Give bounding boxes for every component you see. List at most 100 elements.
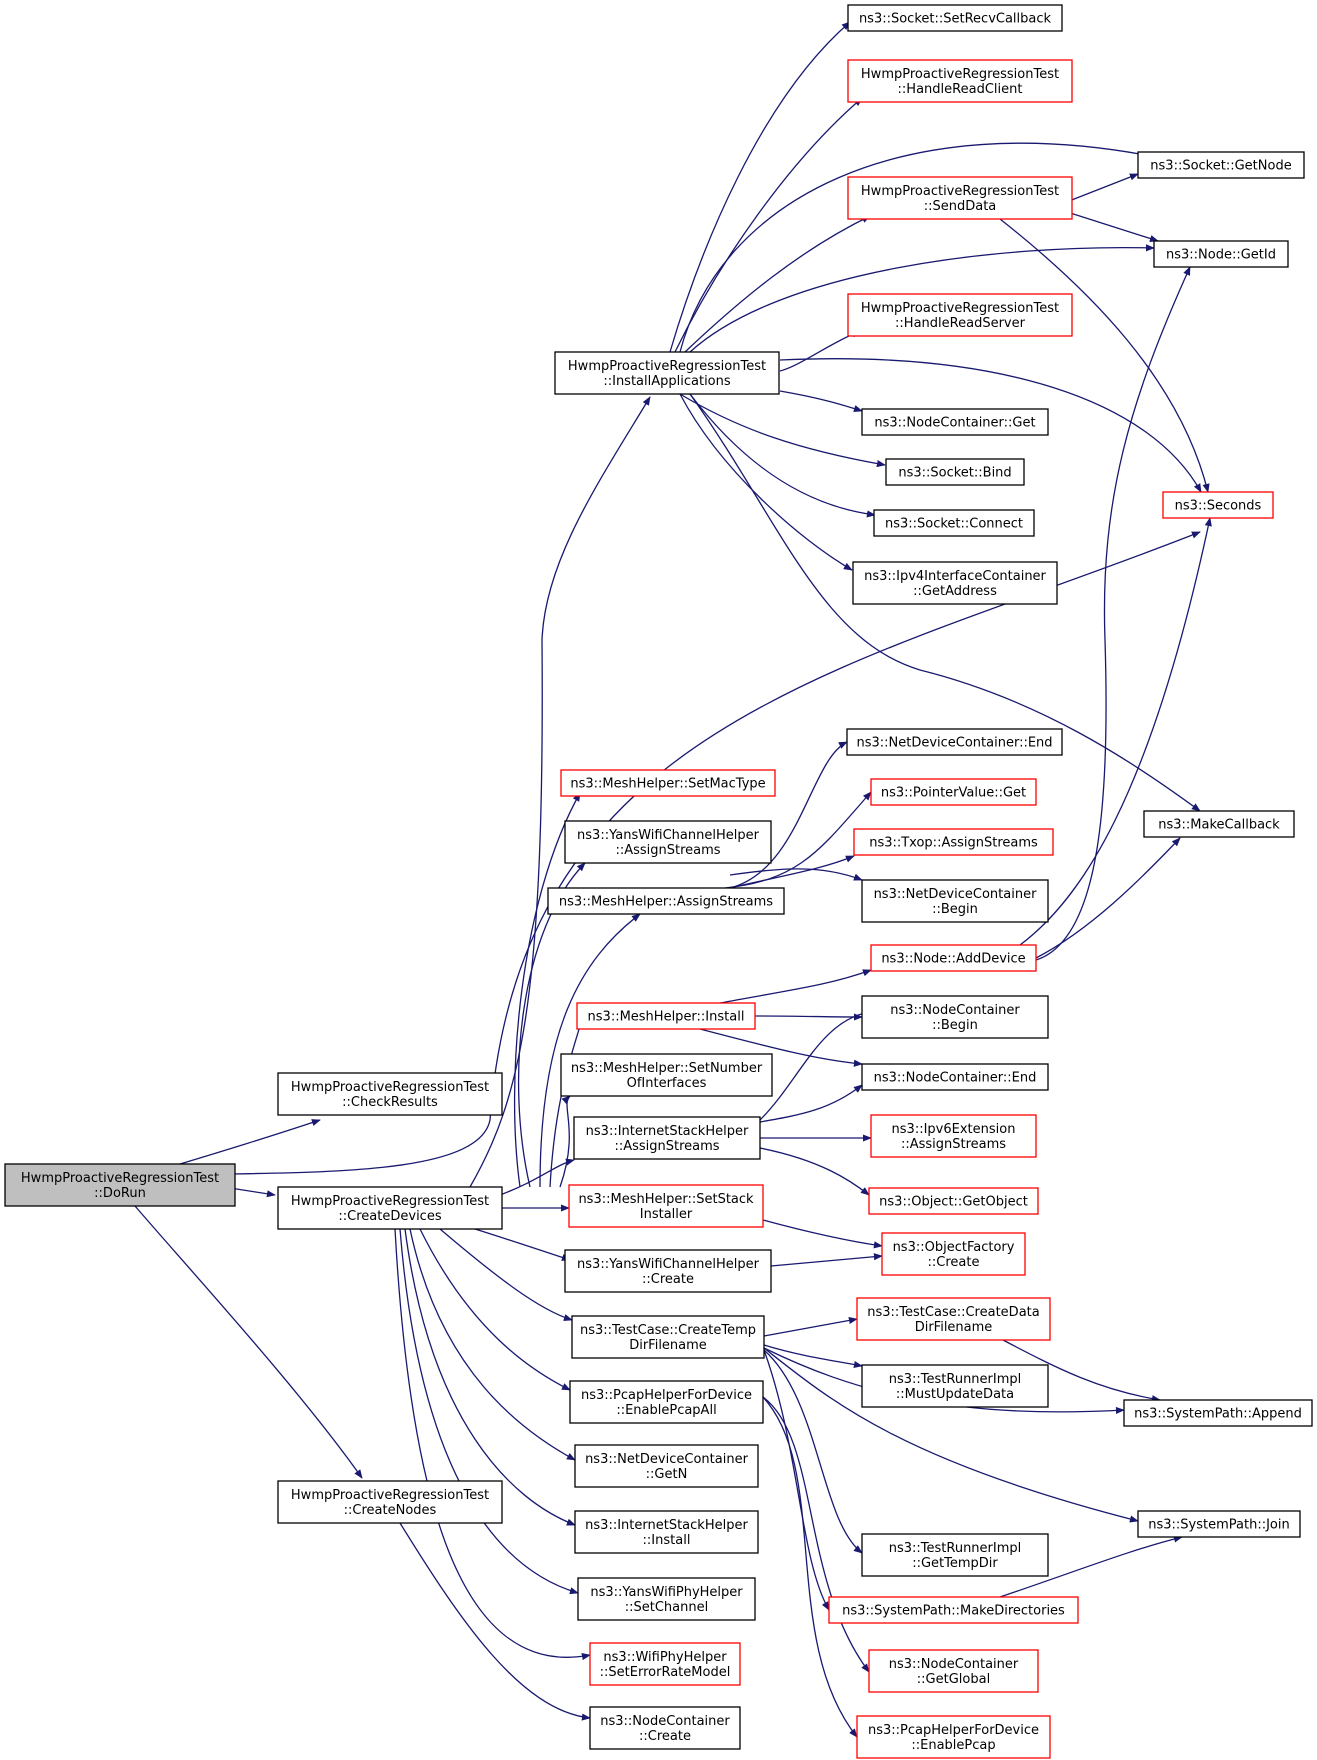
node-label: ::Begin	[932, 902, 978, 917]
node-ishinstall[interactable]: ns3::InternetStackHelper::Install	[574, 1510, 759, 1554]
node-ndcgetn[interactable]: ns3::NetDeviceContainer::GetN	[574, 1444, 759, 1488]
node-box	[1123, 1399, 1313, 1427]
node-box	[277, 1072, 503, 1116]
node-box	[861, 408, 1049, 436]
node-box	[870, 1114, 1037, 1158]
call-edge	[399, 1522, 591, 1721]
node-box	[861, 995, 1049, 1039]
call-edge	[762, 1396, 870, 1673]
node-label: ::Create	[642, 1272, 694, 1287]
node-box	[571, 1315, 765, 1359]
node-box	[589, 1642, 741, 1686]
node-createnodes[interactable]: HwmpProactiveRegressionTest::CreateNodes	[277, 1480, 503, 1524]
node-label: HwmpProactiveRegressionTest	[291, 1080, 489, 1095]
node-label: HwmpProactiveRegressionTest	[861, 184, 1059, 199]
node-nccreate[interactable]: ns3::NodeContainer::Create	[589, 1706, 741, 1750]
call-edge	[999, 1535, 1183, 1598]
node-ndcend[interactable]: ns3::NetDeviceContainer::End	[846, 728, 1063, 756]
node-mustupdate[interactable]: ns3::TestRunnerImpl::MustUpdateData	[861, 1364, 1049, 1408]
node-ndcbegin[interactable]: ns3::NetDeviceContainer::Begin	[861, 879, 1049, 923]
node-box	[861, 1364, 1049, 1408]
node-label: ns3::MakeCallback	[1158, 818, 1280, 833]
node-label: ns3::YansWifiChannelHelper	[577, 1257, 760, 1272]
node-ofcreate[interactable]: ns3::ObjectFactory::Create	[881, 1232, 1026, 1276]
node-ncbegin[interactable]: ns3::NodeContainer::Begin	[861, 995, 1049, 1039]
node-label: ns3::NodeContainer	[889, 1657, 1019, 1672]
node-ishassign[interactable]: ns3::InternetStackHelper::AssignStreams	[573, 1116, 761, 1160]
node-connect[interactable]: ns3::Socket::Connect	[873, 509, 1035, 537]
node-makedirs[interactable]: ns3::SystemPath::MakeDirectories	[828, 1596, 1079, 1624]
node-label: ns3::Ipv6Extension	[892, 1122, 1016, 1137]
node-label: ns3::TestRunnerImpl	[889, 1541, 1022, 1556]
node-bind[interactable]: ns3::Socket::Bind	[885, 458, 1025, 486]
node-box	[576, 1002, 756, 1030]
node-label: ::Install	[643, 1533, 691, 1548]
node-installapps[interactable]: HwmpProactiveRegressionTest::InstallAppl…	[554, 351, 780, 395]
node-box	[547, 887, 785, 915]
node-join[interactable]: ns3::SystemPath::Join	[1137, 1510, 1301, 1538]
node-box	[1162, 491, 1274, 519]
node-label: ::EnablePcap	[911, 1738, 995, 1753]
node-seconds[interactable]: ns3::Seconds	[1162, 491, 1274, 519]
call-edge	[689, 393, 876, 518]
node-label: ::CreateNodes	[344, 1503, 437, 1518]
node-enablepcap[interactable]: ns3::PcapHelperForDevice::EnablePcap	[856, 1715, 1051, 1759]
node-seterror[interactable]: ns3::WifiPhyHelper::SetErrorRateModel	[589, 1642, 741, 1686]
node-getid[interactable]: ns3::Node::GetId	[1153, 240, 1289, 268]
node-box	[870, 778, 1037, 806]
call-edge	[763, 1316, 858, 1337]
node-dorun[interactable]: HwmpProactiveRegressionTest::DoRun	[4, 1163, 236, 1207]
call-edge	[759, 1084, 863, 1123]
node-box	[861, 1063, 1049, 1091]
call-edge	[684, 215, 871, 353]
node-append[interactable]: ns3::SystemPath::Append	[1123, 1399, 1313, 1427]
node-box	[589, 1706, 741, 1750]
node-box	[1153, 240, 1289, 268]
node-checkresults[interactable]: HwmpProactiveRegressionTest::CheckResult…	[277, 1072, 503, 1116]
node-pvget[interactable]: ns3::PointerValue::Get	[870, 778, 1037, 806]
node-mhinstall[interactable]: ns3::MeshHelper::Install	[576, 1002, 756, 1030]
node-box	[847, 293, 1073, 337]
node-ncget[interactable]: ns3::NodeContainer::Get	[861, 408, 1049, 436]
node-txopassign[interactable]: ns3::Txop::AssignStreams	[853, 828, 1054, 856]
node-label: ns3::NetDeviceContainer::End	[856, 736, 1052, 751]
node-label: ns3::Socket::GetNode	[1150, 159, 1291, 174]
node-getnode[interactable]: ns3::Socket::GetNode	[1137, 151, 1305, 179]
call-edge	[1035, 266, 1191, 961]
node-ywchassign[interactable]: ns3::YansWifiChannelHelper::AssignStream…	[564, 820, 772, 864]
node-createdevices[interactable]: HwmpProactiveRegressionTest::CreateDevic…	[277, 1186, 503, 1230]
node-pcapall[interactable]: ns3::PcapHelperForDevice::EnablePcapAll	[569, 1380, 764, 1424]
call-edge	[1019, 517, 1212, 946]
node-ipv6ext[interactable]: ns3::Ipv6Extension::AssignStreams	[870, 1114, 1037, 1158]
node-box	[847, 4, 1063, 32]
node-box	[568, 1184, 764, 1228]
node-box	[560, 1053, 773, 1097]
node-makecallback[interactable]: ns3::MakeCallback	[1143, 810, 1295, 838]
node-label: ns3::PcapHelperForDevice	[581, 1388, 752, 1403]
node-handlereadclient[interactable]: HwmpProactiveRegressionTest::HandleReadC…	[847, 59, 1073, 103]
node-getaddress[interactable]: ns3::Ipv4InterfaceContainer::GetAddress	[852, 561, 1058, 605]
node-label: DirFilename	[629, 1338, 707, 1353]
node-setchannel[interactable]: ns3::YansWifiPhyHelper::SetChannel	[577, 1577, 756, 1621]
node-box	[853, 828, 1054, 856]
node-mhassign[interactable]: ns3::MeshHelper::AssignStreams	[547, 887, 785, 915]
node-setrecvcb[interactable]: ns3::Socket::SetRecvCallback	[847, 4, 1063, 32]
node-label: ::EnablePcapAll	[616, 1403, 716, 1418]
node-label: ns3::MeshHelper::SetStack	[578, 1192, 754, 1207]
node-getglobal[interactable]: ns3::NodeContainer::GetGlobal	[868, 1649, 1039, 1693]
node-adddevice[interactable]: ns3::Node::AddDevice	[870, 944, 1037, 972]
node-handlereadserver[interactable]: HwmpProactiveRegressionTest::HandleReadS…	[847, 293, 1073, 337]
node-box	[1137, 151, 1305, 179]
node-getobject[interactable]: ns3::Object::GetObject	[868, 1187, 1039, 1215]
node-setmactype[interactable]: ns3::MeshHelper::SetMacType	[560, 769, 776, 797]
node-senddata[interactable]: HwmpProactiveRegressionTest::SendData	[847, 176, 1073, 220]
node-ncend[interactable]: ns3::NodeContainer::End	[861, 1063, 1049, 1091]
node-ywchcreate[interactable]: ns3::YansWifiChannelHelper::Create	[564, 1249, 772, 1293]
node-gettempdir[interactable]: ns3::TestRunnerImpl::GetTempDir	[861, 1533, 1049, 1577]
node-label: ns3::TestCase::CreateData	[867, 1305, 1039, 1320]
node-box	[277, 1480, 503, 1524]
